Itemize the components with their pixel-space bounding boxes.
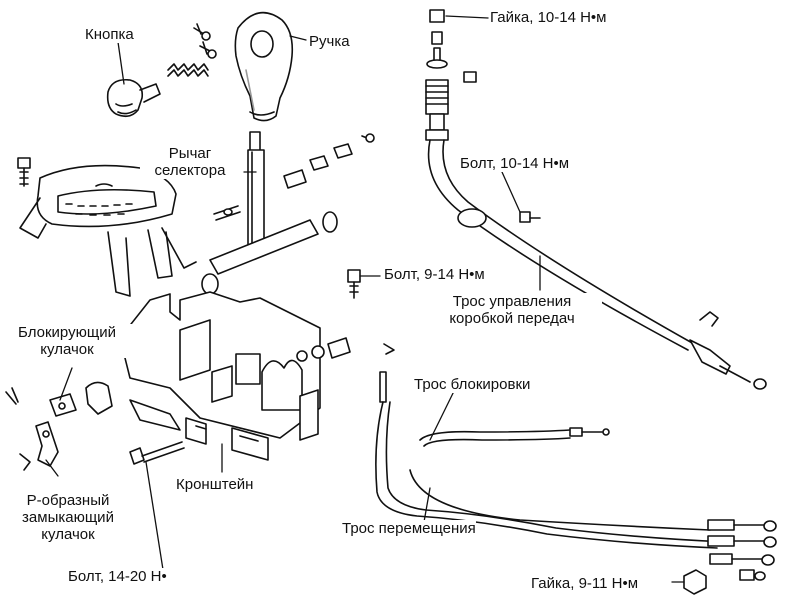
leader-lines xyxy=(45,15,685,583)
small-bolt-label: Болт, 9-14 Н•м xyxy=(384,266,485,283)
bottom-bolt xyxy=(129,441,185,465)
bracket-part xyxy=(119,291,321,461)
knob-button-part xyxy=(106,78,161,118)
handle-part xyxy=(234,11,294,122)
selector-lever-label: Рычаг селектора xyxy=(140,145,240,179)
p-cam-label-line1: Р-образный xyxy=(26,492,110,509)
handle-screws xyxy=(193,23,217,59)
bottom-nut-label: Гайка, 9-11 Н•м xyxy=(531,575,639,592)
knob-label: Кнопка xyxy=(85,26,134,43)
gear-cable-label-line1: Трос управления xyxy=(452,293,572,310)
gear-cable-label: Трос управления коробкой передач xyxy=(422,293,602,327)
middle-bolt-label: Болт, 10-14 Н•м xyxy=(460,155,570,172)
bottom-bolt-label: Болт, 14-20 Н• xyxy=(68,568,167,585)
p-cam-part xyxy=(19,421,59,471)
lever-pins xyxy=(201,133,375,295)
p-cam-label-line2: замыкающий xyxy=(22,509,114,526)
small-bolt xyxy=(347,269,361,299)
bottom-nut xyxy=(683,569,707,595)
shift-cable-label: Трос перемещения xyxy=(342,520,476,537)
selector-lever-label-line1: Рычаг xyxy=(168,145,212,162)
lock-and-shift-cables xyxy=(375,371,777,581)
top-nut-label: Гайка, 10-14 Н•м xyxy=(490,9,607,26)
selector-lever-label-line2: селектора xyxy=(154,162,226,179)
indicator-cover-part xyxy=(19,164,197,297)
gear-control-cable xyxy=(425,9,767,390)
blocking-cam-label-line1: Блокирующий xyxy=(18,324,116,341)
p-cam-label-line3: кулачок xyxy=(41,526,95,543)
knob-spring-part xyxy=(167,63,209,77)
p-cam-label: Р-образный замыкающий кулачок xyxy=(0,492,136,543)
lock-cable-label: Трос блокировки xyxy=(414,376,531,393)
selector-lever-part xyxy=(247,131,265,251)
gear-cable-label-line2: коробкой передач xyxy=(449,310,575,327)
blocking-cam-part xyxy=(5,381,113,417)
handle-label: Ручка xyxy=(309,33,350,50)
blocking-cam-label: Блокирующий кулачок xyxy=(0,324,134,358)
cover-bolt xyxy=(17,157,31,187)
bracket-label: Кронштейн xyxy=(176,476,254,493)
bracket-bushings xyxy=(296,337,395,362)
blocking-cam-label-line2: кулачок xyxy=(40,341,94,358)
